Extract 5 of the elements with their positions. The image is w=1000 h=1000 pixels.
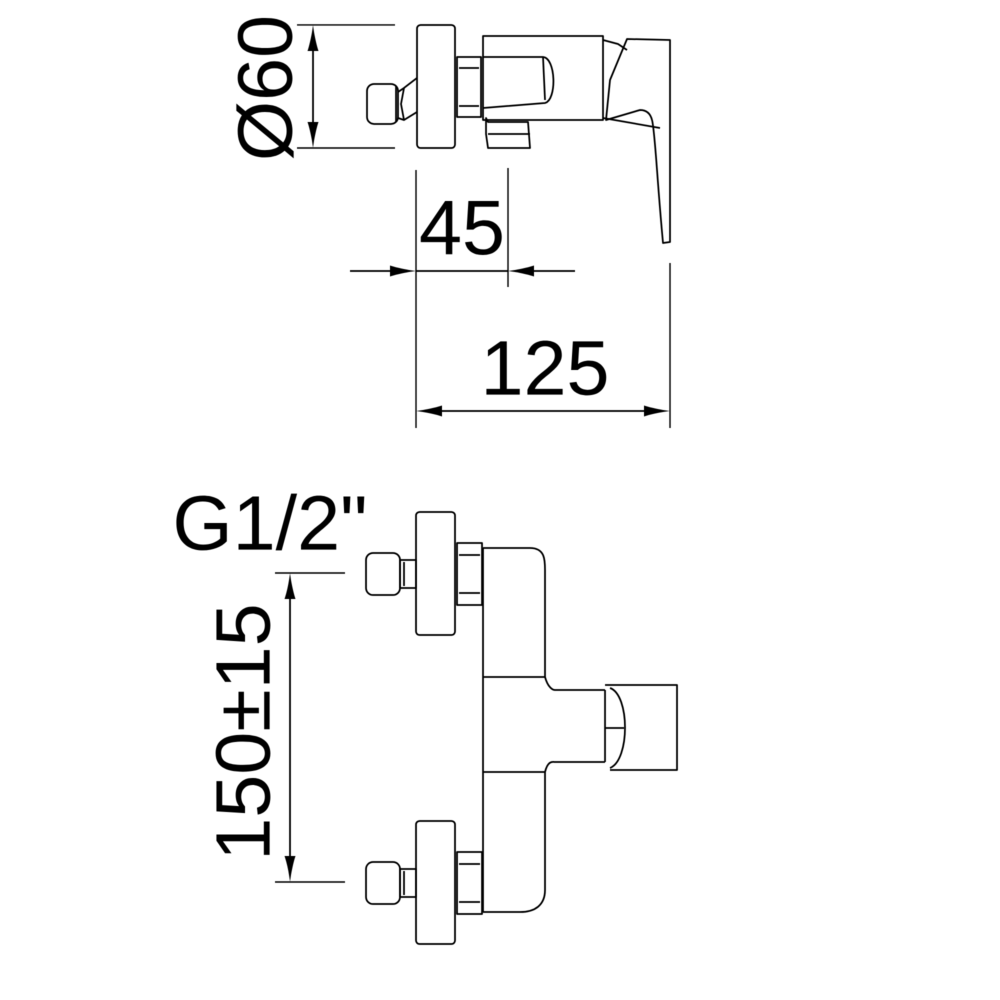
dimension-label: G1/2" [176,494,364,550]
dimension-label: 125 [486,340,606,396]
dimension-label: Ø60 [236,18,294,158]
dimension-label: 150±15 [216,606,270,855]
dimension-label: 45 [420,201,502,255]
